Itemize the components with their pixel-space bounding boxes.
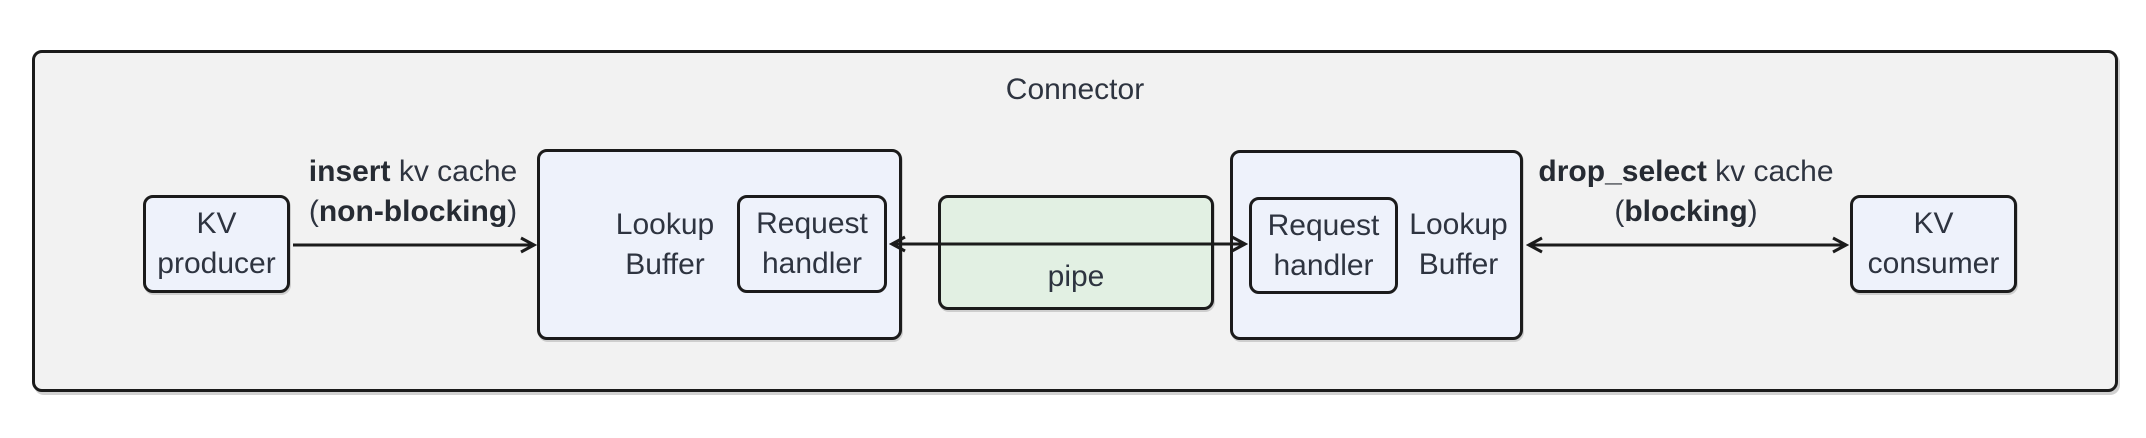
kv-producer-node: KV producer (143, 195, 290, 293)
kv-consumer-node: KV consumer (1850, 195, 2017, 293)
kv-producer-label-line2: producer (157, 247, 276, 280)
request-handler-right-node: Request handler (1249, 197, 1398, 294)
lookup-buffer-right-label: Lookup Buffer (1409, 208, 1508, 281)
insert-arrow-label-line2: (non-blocking) (308, 195, 518, 228)
pipe-node: pipe (938, 195, 1214, 310)
request-handler-left-node: Request handler (737, 195, 887, 293)
insert-arrow-label: insert kv cache (non-blocking) (253, 152, 573, 232)
lookup-buffer-left-label: Lookup Buffer (615, 208, 715, 281)
insert-arrow-label-line1: insert kv cache (308, 155, 518, 188)
drop-select-arrow-label: drop_select kv cache (blocking) (1511, 152, 1861, 232)
drop-select-arrow-label-line1: drop_select kv cache (1538, 155, 1834, 188)
pipe-label: pipe (1047, 260, 1105, 293)
connector-title: Connector (1005, 73, 1145, 106)
kv-producer-label-line1: KV (196, 207, 237, 240)
kv-consumer-label-line1: KV (1913, 207, 1954, 240)
kv-consumer-label-line2: consumer (1867, 247, 2000, 280)
drop-select-arrow-label-line2: (blocking) (1614, 195, 1758, 228)
